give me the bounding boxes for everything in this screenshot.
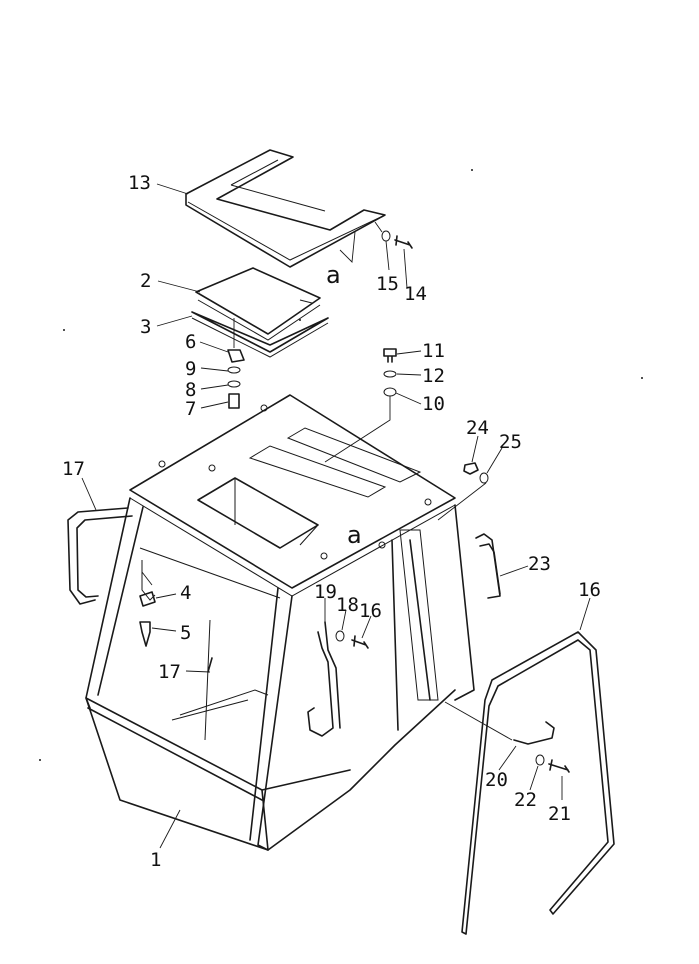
callout-10: 10 — [422, 393, 445, 415]
view-ref-a-lower-label: a — [347, 521, 362, 549]
callout-9: 9 — [185, 358, 196, 380]
callout-21: 21 — [548, 803, 571, 825]
cab-body — [85, 394, 475, 851]
callout-23: 23 — [528, 553, 551, 575]
callout-16-right: 16 — [578, 579, 601, 601]
window-seal-strip — [461, 631, 615, 935]
view-ref-a-upper: a — [326, 231, 356, 289]
nut-washer — [437, 462, 489, 521]
callout-14: 14 — [404, 283, 427, 305]
callout-22: 22 — [514, 789, 537, 811]
lock-parts — [139, 571, 156, 647]
roof-cover-frame — [185, 149, 386, 268]
callout-5: 5 — [180, 622, 191, 644]
handrail-right — [475, 533, 501, 599]
callout-4: 4 — [180, 582, 191, 604]
view-ref-a-upper-label: a — [326, 261, 341, 289]
view-ref-a-lower: a — [347, 521, 362, 549]
callout-19: 18 — [336, 594, 359, 616]
callout-11: 11 — [422, 340, 445, 362]
callout-15: 15 — [376, 273, 399, 295]
callout-20: 20 — [485, 769, 508, 791]
hatch-panel — [195, 267, 321, 341]
roof-bolt-stack — [324, 348, 397, 463]
callout-2: 2 — [140, 270, 151, 292]
callout-18: 16 — [359, 600, 382, 622]
callout-6: 6 — [185, 331, 196, 353]
cover-bolt-group — [374, 221, 413, 249]
leader-lines — [81, 183, 591, 849]
callout-17-left: 17 — [62, 458, 85, 480]
callout-16-left: 17 — [158, 661, 181, 683]
inner-seal-strip — [207, 657, 213, 673]
latch-stack — [227, 318, 245, 409]
callout-8: 8 — [185, 379, 196, 401]
callout-17-mid: 19 — [314, 581, 337, 603]
callout-7: 7 — [185, 398, 196, 420]
hatch-seal — [191, 311, 329, 358]
handrail-mid — [307, 621, 369, 737]
callout-24: 24 — [466, 417, 489, 439]
callout-3: 3 — [140, 316, 151, 338]
callout-13: 13 — [128, 172, 151, 194]
callout-12: 12 — [422, 365, 445, 387]
callout-labels: 13 2 3 6 9 8 7 15 14 11 12 10 24 25 17 2… — [62, 172, 601, 871]
bracket-bolt — [444, 701, 570, 773]
callout-25: 25 — [499, 431, 522, 453]
callout-1: 1 — [150, 849, 161, 871]
handrail-left — [67, 507, 133, 605]
